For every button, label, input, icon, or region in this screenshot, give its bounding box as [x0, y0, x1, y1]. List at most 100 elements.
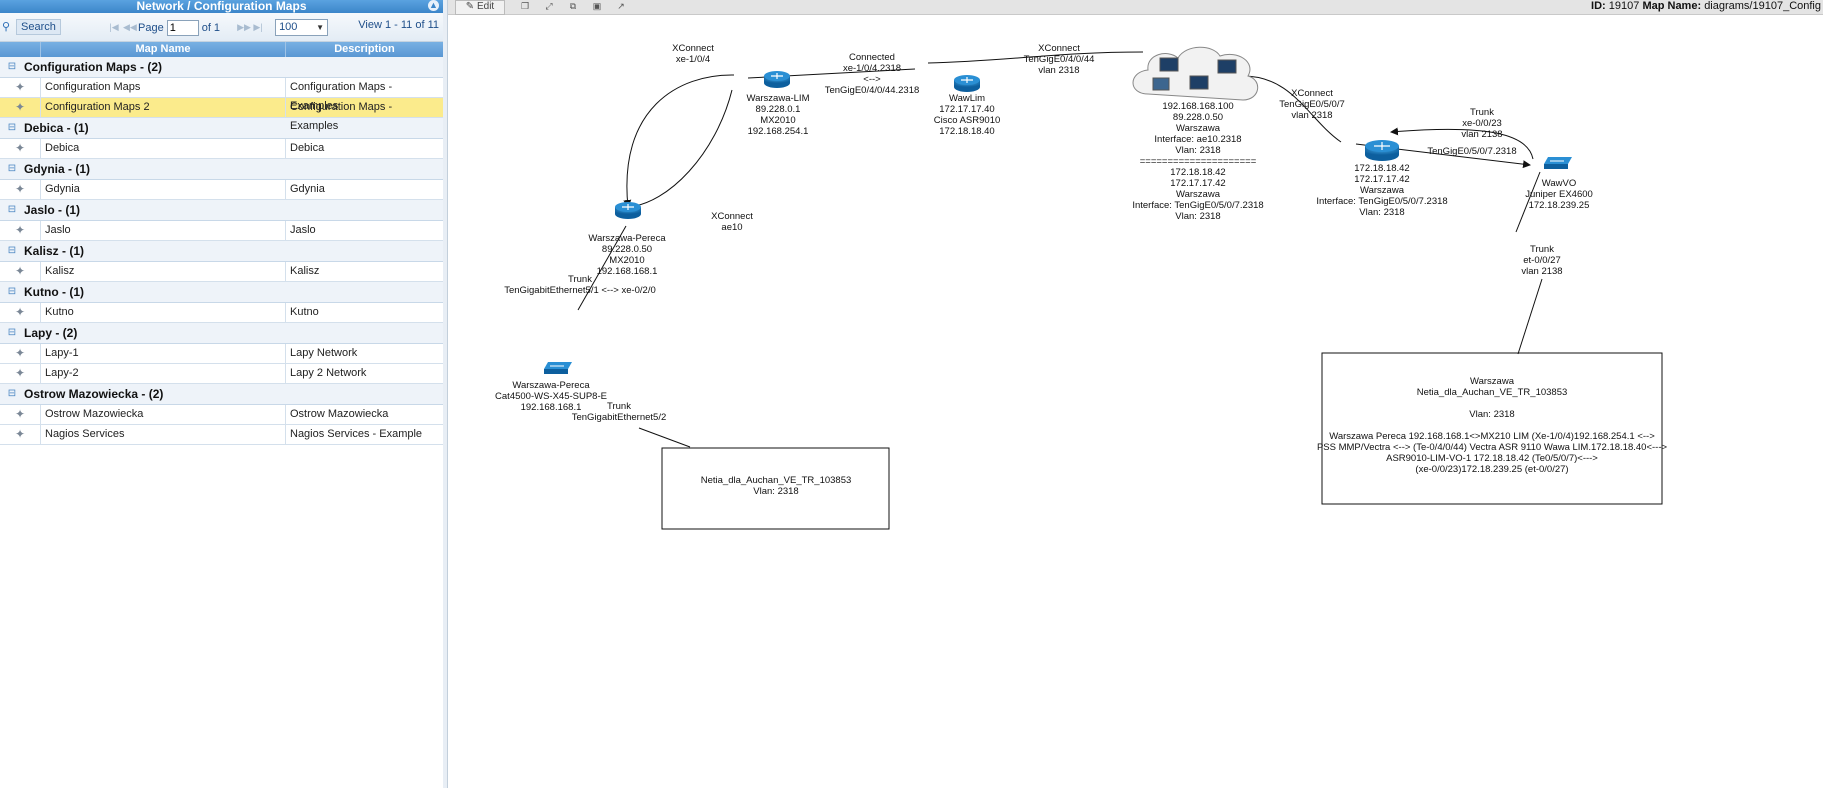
link-wawvo-router[interactable] — [1390, 127, 1534, 160]
lim-label-line: MX2010 — [760, 115, 795, 126]
panel-splitter[interactable] — [443, 0, 448, 788]
expand-icon[interactable]: ⊟ — [7, 388, 17, 399]
grid-header: Map Name Description — [0, 42, 443, 57]
switch-icon-cat[interactable] — [544, 362, 572, 374]
header-description[interactable]: Description — [334, 43, 395, 55]
expand-icon[interactable]: ⊟ — [7, 163, 17, 174]
map-name-cell[interactable]: Gdynia — [41, 180, 286, 199]
network-diagram[interactable]: Warszawa-LIM89.228.0.1MX2010192.168.254.… — [448, 14, 1823, 788]
router-icon-pereca[interactable] — [615, 202, 641, 219]
r172-label-line: Vlan: 2318 — [1359, 207, 1404, 218]
right-info-box[interactable] — [1321, 352, 1663, 505]
first-page-icon[interactable]: |◀ — [109, 22, 119, 32]
link-wawvo-box[interactable] — [1517, 278, 1543, 355]
group-row[interactable]: ⊟Kutno - (1) — [0, 282, 443, 303]
rows-per-page-select[interactable]: 100▼ — [275, 19, 329, 36]
map-name-cell[interactable]: Lapy-2 — [41, 364, 286, 383]
search-button[interactable]: Search — [16, 19, 61, 35]
panel-title-bar: Network / Configuration Maps ▲ — [0, 0, 443, 13]
connected-label-line: Connected — [849, 52, 895, 63]
group-label: Debica - (1) — [24, 121, 89, 135]
link-pereca-cat[interactable] — [577, 225, 627, 311]
group-label: Gdynia - (1) — [24, 162, 91, 176]
expand-icon[interactable]: ⊟ — [7, 286, 17, 297]
left-info-box[interactable] — [661, 447, 890, 530]
r172-label-line: Interface: TenGigE0/5/0/7.2318 — [1316, 196, 1447, 207]
fullscreen-icon[interactable]: ⤢ — [545, 1, 553, 11]
map-name-cell[interactable]: Lapy-1 — [41, 344, 286, 363]
group-row[interactable]: ⊟Ostrow Mazowiecka - (2) — [0, 384, 443, 405]
map-name-cell[interactable]: Debica — [41, 139, 286, 158]
xc_mid-label-line: vlan 2318 — [1038, 65, 1079, 76]
r172-label-line: Warszawa — [1360, 185, 1405, 196]
router-icon-wawlim[interactable] — [954, 75, 980, 92]
cloud-icon[interactable] — [1132, 46, 1258, 101]
export-icon[interactable]: ↗ — [617, 1, 625, 11]
map-name-cell[interactable]: Nagios Services — [41, 425, 286, 444]
group-row[interactable]: ⊟Configuration Maps - (2) — [0, 57, 443, 78]
pereca-label-line: MX2010 — [609, 255, 644, 266]
expand-icon[interactable]: ⊟ — [7, 327, 17, 338]
next-page-icon[interactable]: ▶▶ — [237, 22, 251, 32]
switch-icon-wawvo[interactable] — [1544, 157, 1572, 169]
page-input[interactable] — [166, 19, 199, 36]
prev-page-icon[interactable]: ◀◀ — [123, 22, 137, 32]
link-wawvo-trunk[interactable] — [1515, 171, 1541, 233]
id-label: ID: — [1591, 0, 1606, 12]
cloud-label-line: 172.18.18.42 — [1170, 167, 1225, 178]
group-label: Jaslo - (1) — [24, 203, 81, 217]
group-row[interactable]: ⊟Kalisz - (1) — [0, 241, 443, 262]
chevron-down-icon: ▼ — [316, 23, 325, 32]
map-name-cell[interactable]: Kalisz — [41, 262, 286, 281]
group-row[interactable]: ⊟ Gdynia - (1) — [0, 159, 443, 180]
link-wawlim-cloud[interactable] — [927, 51, 1144, 64]
description-cell: Ostrow Mazowiecka — [290, 408, 389, 420]
link-cloud-router[interactable] — [1242, 75, 1342, 143]
expand-icon[interactable]: ⊟ — [7, 122, 17, 133]
group-row[interactable]: ⊟Lapy - (2) — [0, 323, 443, 344]
edit-label: Edit — [476, 1, 495, 12]
expand-icon[interactable]: ⊟ — [7, 61, 17, 72]
description-cell: Kutno — [290, 306, 319, 318]
map-name-cell[interactable]: Jaslo — [41, 221, 286, 240]
search-icon[interactable]: ⚲ — [2, 21, 11, 33]
cloud-label-line: Warszawa — [1176, 123, 1221, 134]
description-cell: Lapy 2 Network — [290, 367, 367, 379]
map-name-value: diagrams/19107_Config — [1704, 0, 1821, 12]
expand-icon[interactable]: ⊟ — [7, 204, 17, 215]
expand-icon[interactable]: ⊟ — [7, 245, 17, 256]
save-icon[interactable]: ▣ — [592, 1, 602, 11]
map-name-cell[interactable]: Configuration Maps — [41, 78, 286, 97]
router-icon-lim[interactable] — [764, 71, 790, 88]
last-page-icon[interactable]: ▶| — [253, 22, 263, 32]
link-cat-box[interactable] — [638, 427, 691, 448]
search-control[interactable]: ⚲ Search — [2, 19, 61, 35]
cat-label-line: Warszawa-Pereca — [512, 380, 590, 391]
map-name-cell[interactable]: Ostrow Mazowiecka — [41, 405, 286, 424]
lim-label-line: Warszawa-LIM — [747, 93, 810, 104]
edit-button[interactable]: ✎ Edit — [455, 0, 505, 15]
group-row[interactable]: ⊟ Jaslo - (1) — [0, 200, 443, 221]
collapse-icon[interactable]: ▲ — [428, 0, 439, 11]
pages-icon[interactable]: ❐ — [520, 1, 530, 11]
link-lim-pereca[interactable] — [623, 74, 735, 208]
lim-label-line: 192.168.254.1 — [748, 126, 809, 137]
link-pereca-lim[interactable] — [627, 89, 733, 208]
map-name-cell[interactable]: Configuration Maps 2 — [41, 98, 286, 117]
group-row[interactable]: ⊟ Debica - (1) — [0, 118, 443, 139]
router-icon-asr[interactable] — [1365, 140, 1399, 161]
header-map-name[interactable]: Map Name — [41, 42, 286, 57]
map-name-cell[interactable]: Kutno — [41, 303, 286, 322]
copy-icon[interactable]: ⧉ — [569, 1, 577, 11]
